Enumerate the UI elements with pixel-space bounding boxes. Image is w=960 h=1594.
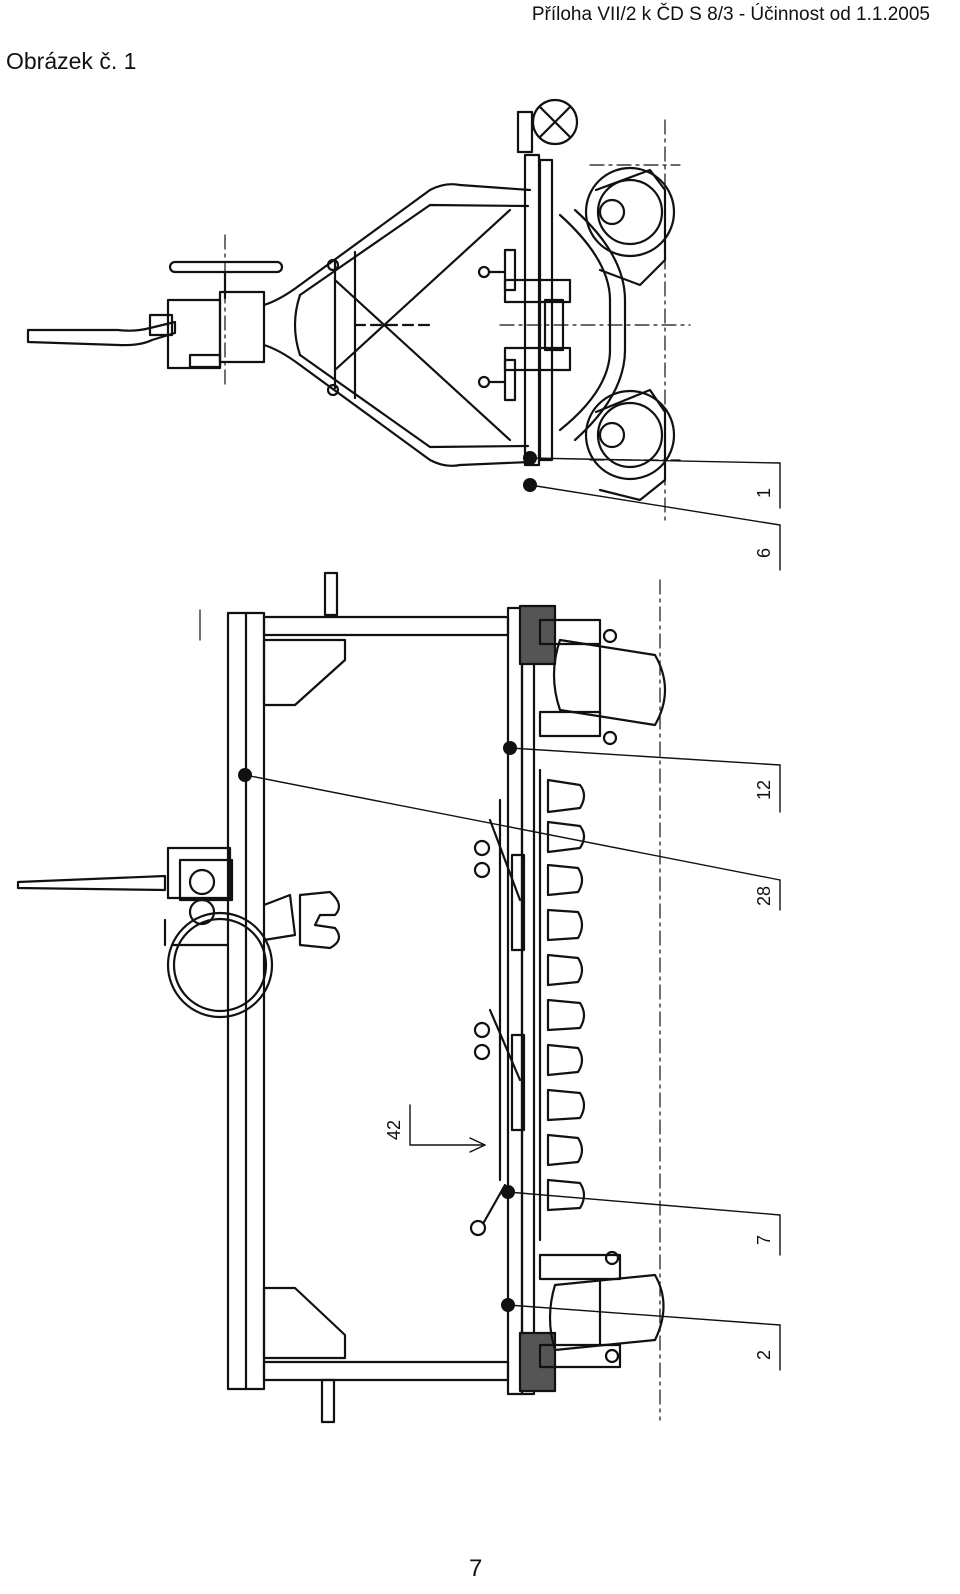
marker-dots <box>238 451 537 1312</box>
marker-dot <box>501 1185 515 1199</box>
marker-dot <box>501 1298 515 1312</box>
marker-dot <box>238 768 252 782</box>
callout-label-28: 28 <box>754 886 774 906</box>
callout-label-6: 6 <box>754 548 774 558</box>
figure-title: Obrázek č. 1 <box>6 48 137 74</box>
trolley-plan-view <box>16 571 666 1424</box>
callout-leaders <box>244 457 781 1371</box>
page-number: 7 <box>469 1555 483 1582</box>
callout-label-7: 7 <box>754 1235 774 1245</box>
marker-dot <box>523 478 537 492</box>
marker-dot <box>523 451 537 465</box>
callout-label-12: 12 <box>754 780 774 800</box>
document-header: Příloha VII/2 k ČD S 8/3 - Účinnost od 1… <box>531 4 930 25</box>
callout-label-42: 42 <box>384 1120 404 1140</box>
marker-dot <box>503 741 517 755</box>
callout-label-2: 2 <box>754 1350 774 1360</box>
callout-label-1: 1 <box>754 488 774 498</box>
trolley-side-view <box>26 98 691 521</box>
